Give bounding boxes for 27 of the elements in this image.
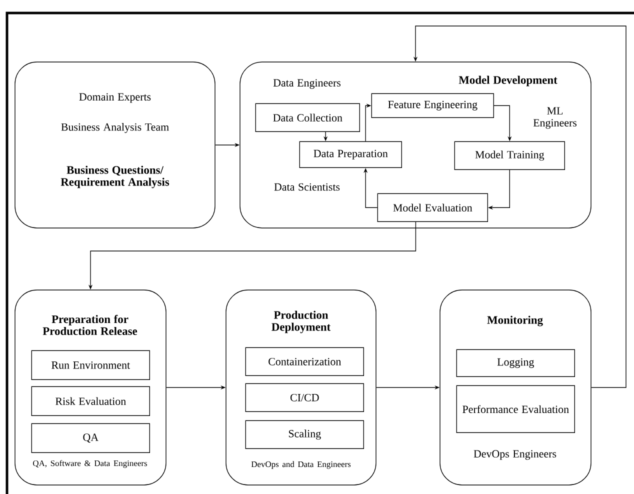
stage-title: Preparation for Production Release (42, 314, 138, 336)
step-box: Risk Evaluation (31, 386, 150, 416)
team-label: ML Engineers (533, 107, 577, 129)
stage-box (14, 62, 216, 228)
team-label: Business Analysis Team (61, 123, 169, 133)
team-label: DevOps Engineers (474, 450, 556, 460)
step-box: Model Evaluation (377, 193, 488, 222)
stage-title: Model Development (458, 76, 558, 86)
stage-title: Monitoring (487, 316, 543, 326)
team-label: Data Scientists (274, 183, 340, 191)
step-box: Data Preparation (299, 141, 402, 168)
step-box: Containerization (245, 347, 364, 376)
step-box: QA (31, 423, 150, 453)
team-label: Domain Experts (79, 93, 151, 103)
step-box: Run Environment (31, 350, 150, 380)
step-box: Performance Evaluation (456, 385, 575, 433)
step-box: Model Training (454, 141, 565, 170)
team-label: QA, Software & Data Engineers (33, 460, 148, 468)
team-label: Data Engineers (273, 79, 341, 89)
team-label: DevOps and Data Engineers (251, 461, 351, 469)
stage-title: Production Deployment (272, 310, 331, 334)
step-box: Scaling (245, 420, 364, 449)
step-box: Data Collection (255, 103, 360, 132)
step-box: Feature Engineering (371, 93, 494, 118)
step-box: CI/CD (245, 383, 364, 412)
stage-title: Business Questions/ Requirement Analysis (60, 166, 170, 188)
step-box: Logging (456, 349, 575, 377)
